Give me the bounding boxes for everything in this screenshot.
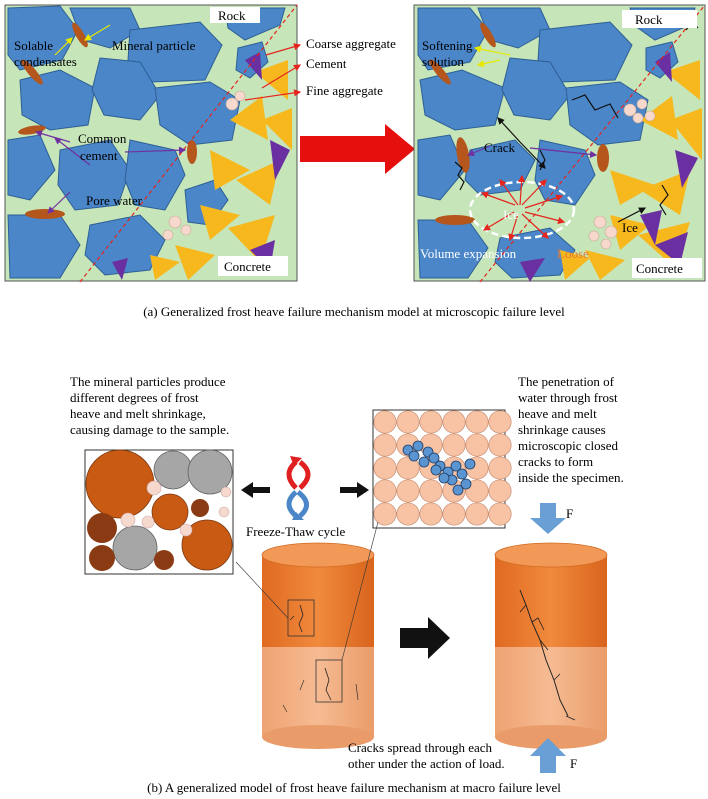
soil-particle <box>442 502 466 526</box>
concrete-label-a: Concrete <box>224 259 271 274</box>
soil-particle <box>373 410 397 434</box>
soil-particle <box>465 502 489 526</box>
force-label-top: F <box>566 506 573 521</box>
concrete-label-b: Concrete <box>636 261 683 276</box>
soil-particle <box>465 479 489 503</box>
softening-label-1: Softening <box>422 38 473 53</box>
soil-particle <box>488 433 512 457</box>
soil-particle <box>396 479 420 503</box>
soil-particle <box>396 410 420 434</box>
right-text-line-7: inside the specimen. <box>518 470 624 485</box>
bottom-text-line-1: Cracks spread through each <box>348 740 493 755</box>
solable-label-1: Solable <box>14 38 53 53</box>
soil-particle <box>465 433 489 457</box>
soil-particle <box>396 456 420 480</box>
crack-label: Crack <box>484 140 516 155</box>
right-text-line-3: heave and melt <box>518 406 597 421</box>
soil-particle <box>465 410 489 434</box>
soil-particle <box>488 456 512 480</box>
ice-label-center: Ice <box>503 207 519 222</box>
solable-label-2: condensates <box>14 54 77 69</box>
material-legend: Coarse aggregate Cement Fine aggregate <box>244 36 396 101</box>
soil-particle <box>488 410 512 434</box>
left-text-line-4: causing damage to the sample. <box>70 422 229 437</box>
softening-label-2: solution <box>422 54 464 69</box>
mineral-particle-box <box>84 449 234 575</box>
soil-particle <box>373 479 397 503</box>
cement-label: Cement <box>306 56 347 71</box>
left-text-line-3: heave and melt shrinkage, <box>70 406 206 421</box>
fine-aggregate-label: Fine aggregate <box>306 83 383 98</box>
specimen-after <box>494 542 608 749</box>
soil-particle <box>419 410 443 434</box>
fine-aggregates <box>162 90 246 241</box>
common-label-1: Common <box>78 131 127 146</box>
coarse-aggregate-label: Coarse aggregate <box>306 36 396 51</box>
soil-particle <box>373 456 397 480</box>
ice-expansion-arrows <box>480 174 566 242</box>
right-text-line-2: water through frost <box>518 390 618 405</box>
force-label-bottom: F <box>570 756 577 771</box>
soil-particle <box>488 502 512 526</box>
soil-particle <box>373 502 397 526</box>
soil-particle <box>442 433 466 457</box>
common-label-2: cement <box>80 148 118 163</box>
freeze-thaw-cycle-icon <box>286 456 311 520</box>
left-pointer-arrows <box>34 24 187 214</box>
caption-a: (a) Generalized frost heave failure mech… <box>143 304 565 319</box>
left-text-line-1: The mineral particles produce <box>70 374 226 389</box>
water-particle-box <box>372 409 512 529</box>
progression-arrow <box>300 124 415 174</box>
loose-label: Loose <box>557 246 589 261</box>
rock-label-a: Rock <box>218 8 246 23</box>
volume-expansion-label: Volume expansion <box>420 246 517 261</box>
soil-particle <box>373 433 397 457</box>
right-text-line-5: microscopic closed <box>518 438 618 453</box>
pore-water-label: Pore water <box>86 193 143 208</box>
black-arrows <box>241 482 450 659</box>
load-arrows <box>530 503 566 773</box>
micro-model-right: Rock Concrete Softening solution Crack I… <box>413 4 706 283</box>
soil-particle <box>488 479 512 503</box>
right-text-line-6: cracks to form <box>518 454 593 469</box>
caption-b: (b) A generalized model of frost heave f… <box>147 780 561 795</box>
freeze-thaw-label: Freeze-Thaw cycle <box>246 524 345 539</box>
right-text-line-4: shrinkage causes <box>518 422 606 437</box>
left-text-line-2: different degrees of frost <box>70 390 199 405</box>
specimen-before <box>235 521 379 749</box>
soil-particle <box>396 502 420 526</box>
soil-particle <box>419 479 443 503</box>
macro-left-text: The mineral particles produce different … <box>70 374 229 437</box>
soil-particle <box>419 502 443 526</box>
bottom-text-line-2: other under the action of load. <box>348 756 505 771</box>
rock-label-b: Rock <box>635 12 663 27</box>
right-text: The penetration of water through frost h… <box>518 374 624 485</box>
soil-particle <box>442 410 466 434</box>
micro-model-left: Rock Concrete Solable condensates Minera… <box>4 4 298 283</box>
right-text-line-1: The penetration of <box>518 374 615 389</box>
ice-label-right: Ice <box>622 220 638 235</box>
mineral-label: Mineral particle <box>112 38 196 53</box>
